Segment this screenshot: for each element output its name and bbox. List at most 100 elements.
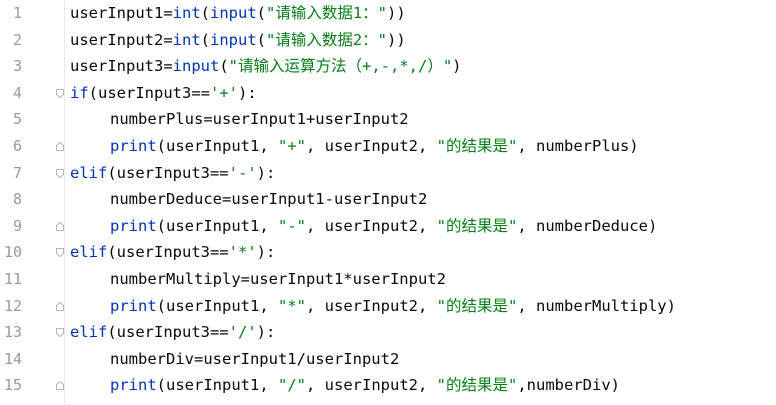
code-token: userInput3= xyxy=(70,57,173,76)
line-number: 11 xyxy=(3,270,22,288)
line-number: 6 xyxy=(12,137,22,155)
string-token: '*' xyxy=(228,243,257,262)
gutter-separator xyxy=(64,0,65,405)
code-text: print(userInput1, "-", userInput2, "的结果是… xyxy=(110,213,657,240)
line-number: 14 xyxy=(3,349,22,368)
line-number: 7 xyxy=(12,163,22,182)
code-token: numberMultiply=userInput1*userInput2 xyxy=(110,270,446,288)
keyword-token: int xyxy=(172,4,201,22)
fold-close-icon[interactable] xyxy=(56,142,64,151)
code-token: )) xyxy=(387,4,406,22)
code-token: ): xyxy=(256,323,276,342)
string-token: "+" xyxy=(278,137,306,155)
code-text: numberDiv=userInput1/userInput2 xyxy=(110,346,399,373)
code-text: elif(userInput3=='-'): xyxy=(70,160,275,187)
code-line[interactable]: 4 if(userInput3=='+'): xyxy=(0,80,776,107)
string-token: "请输入运算方法（+,-,*,/）" xyxy=(228,57,453,76)
string-token: "的结果是" xyxy=(436,216,518,235)
code-text: userInput2=int(input("请输入数据2：")) xyxy=(70,27,406,54)
fold-open-icon[interactable] xyxy=(56,328,64,338)
code-token: (userInput1, xyxy=(156,296,278,315)
code-token: , userInput2, xyxy=(306,376,437,395)
code-token: (userInput1, xyxy=(156,376,278,395)
code-line[interactable]: 11 numberMultiply=userInput1*userInput2 xyxy=(0,266,776,293)
code-token: userInput2= xyxy=(70,30,173,49)
string-token: "*" xyxy=(278,296,306,315)
code-token: (userInput1, xyxy=(156,137,278,155)
fold-open-icon[interactable] xyxy=(56,88,64,98)
keyword-token: input xyxy=(172,57,220,76)
keyword-token: elif xyxy=(70,243,108,262)
keyword-token: int xyxy=(172,30,201,49)
line-number: 1 xyxy=(12,4,22,22)
code-text: userInput3=input("请输入运算方法（+,-,*,/）") xyxy=(70,53,462,80)
fold-open-icon[interactable] xyxy=(56,168,64,178)
line-number-gutter xyxy=(0,0,64,405)
string-token: '+' xyxy=(210,83,238,102)
line-number: 9 xyxy=(12,216,22,235)
code-token: ( xyxy=(256,30,267,49)
code-token: (userInput3== xyxy=(107,163,229,182)
code-text: numberMultiply=userInput1*userInput2 xyxy=(110,266,446,293)
keyword-token: print xyxy=(110,216,157,235)
code-token: (userInput3== xyxy=(107,323,229,342)
code-line[interactable]: 7 elif(userInput3=='-'): xyxy=(0,160,776,187)
code-line[interactable]: 6 print(userInput1, "+", userInput2, "的结果… xyxy=(0,133,776,160)
code-token: , userInput2, xyxy=(306,296,437,315)
code-line[interactable]: 9 print(userInput1, "-", userInput2, "的结果… xyxy=(0,213,776,240)
code-token: , userInput2, xyxy=(306,216,437,235)
code-text: print(userInput1, "*", userInput2, "的结果是… xyxy=(110,293,676,320)
code-token: ): xyxy=(256,163,276,182)
string-token: '-' xyxy=(228,163,257,182)
keyword-token: input xyxy=(210,4,257,22)
code-token: ( xyxy=(256,4,267,22)
string-token: "-" xyxy=(278,216,306,235)
string-token: "的结果是" xyxy=(436,137,518,155)
code-line[interactable]: 14 numberDiv=userInput1/userInput2 xyxy=(0,346,776,373)
code-text: if(userInput3=='+'): xyxy=(70,80,257,107)
keyword-token: print xyxy=(110,137,157,155)
code-text: numberDeduce=userInput1-userInput2 xyxy=(110,186,427,213)
code-text: print(userInput1, "/", userInput2, "的结果是… xyxy=(110,372,620,399)
keyword-token: elif xyxy=(70,163,108,182)
code-token: , userInput2, xyxy=(306,137,437,155)
line-number: 13 xyxy=(3,323,22,342)
fold-close-icon[interactable] xyxy=(56,381,64,391)
line-number: 4 xyxy=(12,83,22,102)
keyword-token: if xyxy=(70,83,89,102)
code-token: (userInput1, xyxy=(156,216,278,235)
code-token: )) xyxy=(387,30,406,49)
code-token: numberPlus=userInput1+userInput2 xyxy=(110,110,409,129)
string-token: "的结果是" xyxy=(436,376,518,395)
code-token: numberDeduce=userInput1-userInput2 xyxy=(110,190,428,209)
code-text: print(userInput1, "+", userInput2, "的结果是… xyxy=(110,133,639,160)
string-token: "请输入数据1：" xyxy=(266,4,388,22)
code-token: ) xyxy=(452,57,462,76)
code-token: ): xyxy=(256,243,276,262)
fold-open-icon[interactable] xyxy=(56,248,64,258)
fold-close-icon[interactable] xyxy=(56,221,64,231)
code-token: (userInput3== xyxy=(107,243,229,262)
code-token: ( xyxy=(219,57,229,76)
code-token: ( xyxy=(200,30,210,49)
keyword-token: print xyxy=(110,376,157,395)
code-text: userInput1=int(input("请输入数据1：")) xyxy=(70,0,406,27)
fold-close-icon[interactable] xyxy=(56,301,64,311)
code-line[interactable]: 8 numberDeduce=userInput1-userInput2 xyxy=(0,186,776,213)
code-text: numberPlus=userInput1+userInput2 xyxy=(110,106,409,133)
code-token: userInput1= xyxy=(70,4,173,22)
code-token: ): xyxy=(238,83,257,102)
code-token: (userInput3== xyxy=(88,83,210,102)
string-token: "的结果是" xyxy=(436,296,518,315)
line-number: 8 xyxy=(12,190,22,209)
code-token: numberDiv=userInput1/userInput2 xyxy=(110,349,400,368)
